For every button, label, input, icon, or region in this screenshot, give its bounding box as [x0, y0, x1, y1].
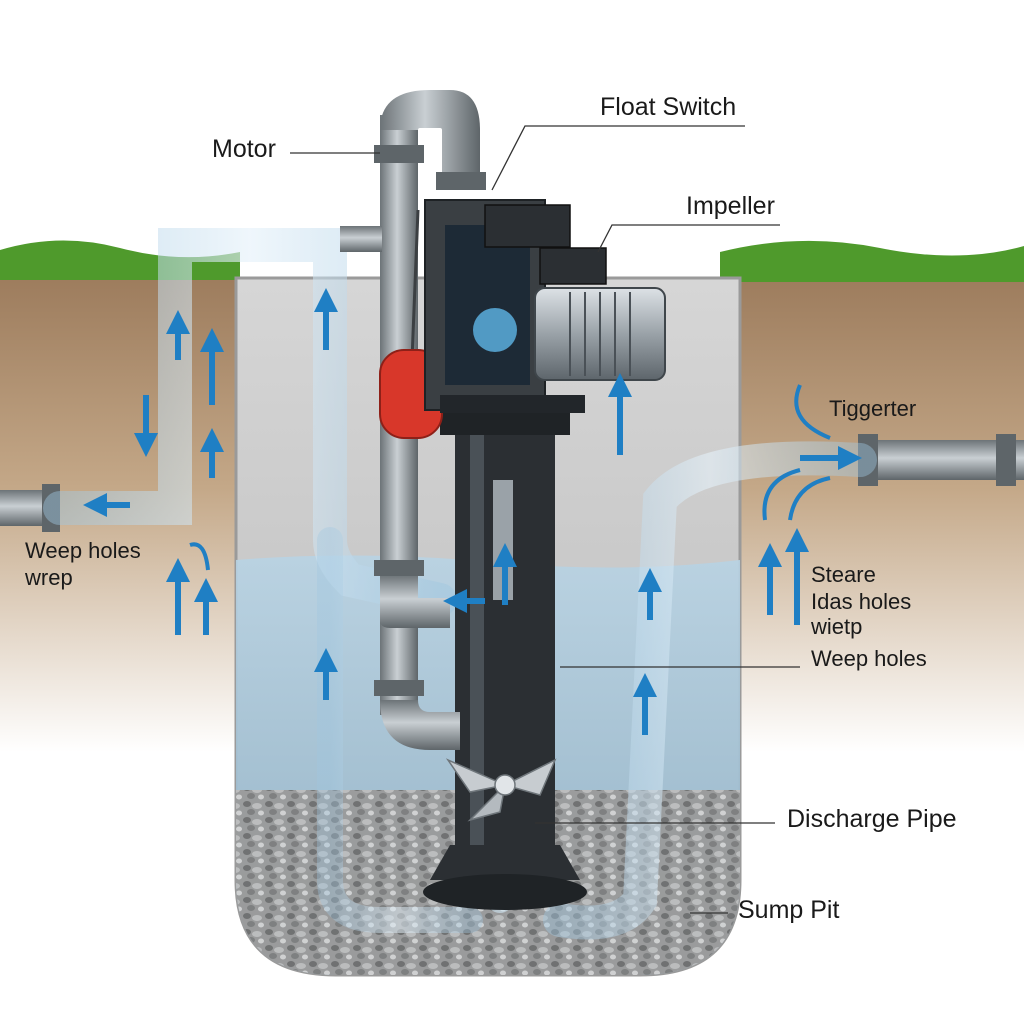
right-drain-pipe	[858, 434, 1024, 486]
impeller-blade-1	[445, 758, 508, 793]
pump-base	[430, 845, 580, 880]
leader-lines	[290, 125, 800, 914]
soil-right	[736, 272, 1024, 752]
impeller-glow	[473, 308, 517, 352]
label-tiggerter: Tiggerter	[829, 396, 917, 421]
flow-left-down	[317, 527, 483, 933]
impeller-blade-3	[467, 782, 507, 822]
leader-float-switch	[491, 125, 745, 191]
impeller-blades	[445, 758, 557, 822]
ground	[0, 240, 1024, 752]
discharge-mid-collar	[374, 560, 424, 576]
control-box-1	[484, 204, 571, 248]
label-motor: Motor	[212, 135, 276, 163]
impeller-hub	[494, 774, 516, 796]
label-float-switch: Float Switch	[600, 93, 737, 121]
discharge-low-collar	[374, 680, 424, 696]
label-wrep: wrep	[25, 565, 73, 590]
label-idas-holes: Idas holes	[811, 589, 912, 614]
discharge-top-collar	[374, 145, 424, 163]
curl-4	[189, 542, 210, 571]
grass-right	[720, 240, 1024, 282]
label-sump-pit: Sump Pit	[738, 896, 840, 924]
discharge-right-collar	[436, 172, 486, 190]
pump-base-foot	[423, 874, 587, 910]
motor-base-plate	[440, 395, 585, 413]
label-steare: Steare	[811, 562, 876, 587]
discharge-lower-elbow	[380, 575, 450, 628]
discharge-top-bend	[380, 90, 480, 180]
curl-1	[794, 384, 831, 440]
label-weep-holes-right: Weep holes	[811, 646, 927, 671]
label-weep-holes-left: Weep holes	[25, 538, 141, 563]
housing-inner	[445, 225, 530, 385]
float-rod	[410, 209, 420, 361]
flow-curls	[189, 384, 831, 571]
curl-3	[788, 476, 831, 521]
tee-to-left-flow	[340, 226, 382, 252]
column-highlight	[470, 430, 484, 870]
label-discharge-pipe: Discharge Pipe	[787, 805, 957, 833]
control-box-2	[539, 247, 607, 285]
impeller-blade-2	[502, 758, 557, 796]
right-inlet-collar-2	[996, 434, 1016, 486]
curl-2	[762, 468, 801, 521]
flow-arrows	[83, 288, 862, 735]
label-wietp: wietp	[811, 614, 863, 639]
motor-fins	[569, 292, 631, 376]
discharge-bottom-elbow	[380, 700, 460, 750]
pump-head	[424, 199, 666, 413]
flow-right	[543, 441, 877, 940]
label-impeller: Impeller	[686, 192, 775, 220]
leader-impeller	[597, 224, 780, 253]
pump-column	[423, 405, 587, 910]
